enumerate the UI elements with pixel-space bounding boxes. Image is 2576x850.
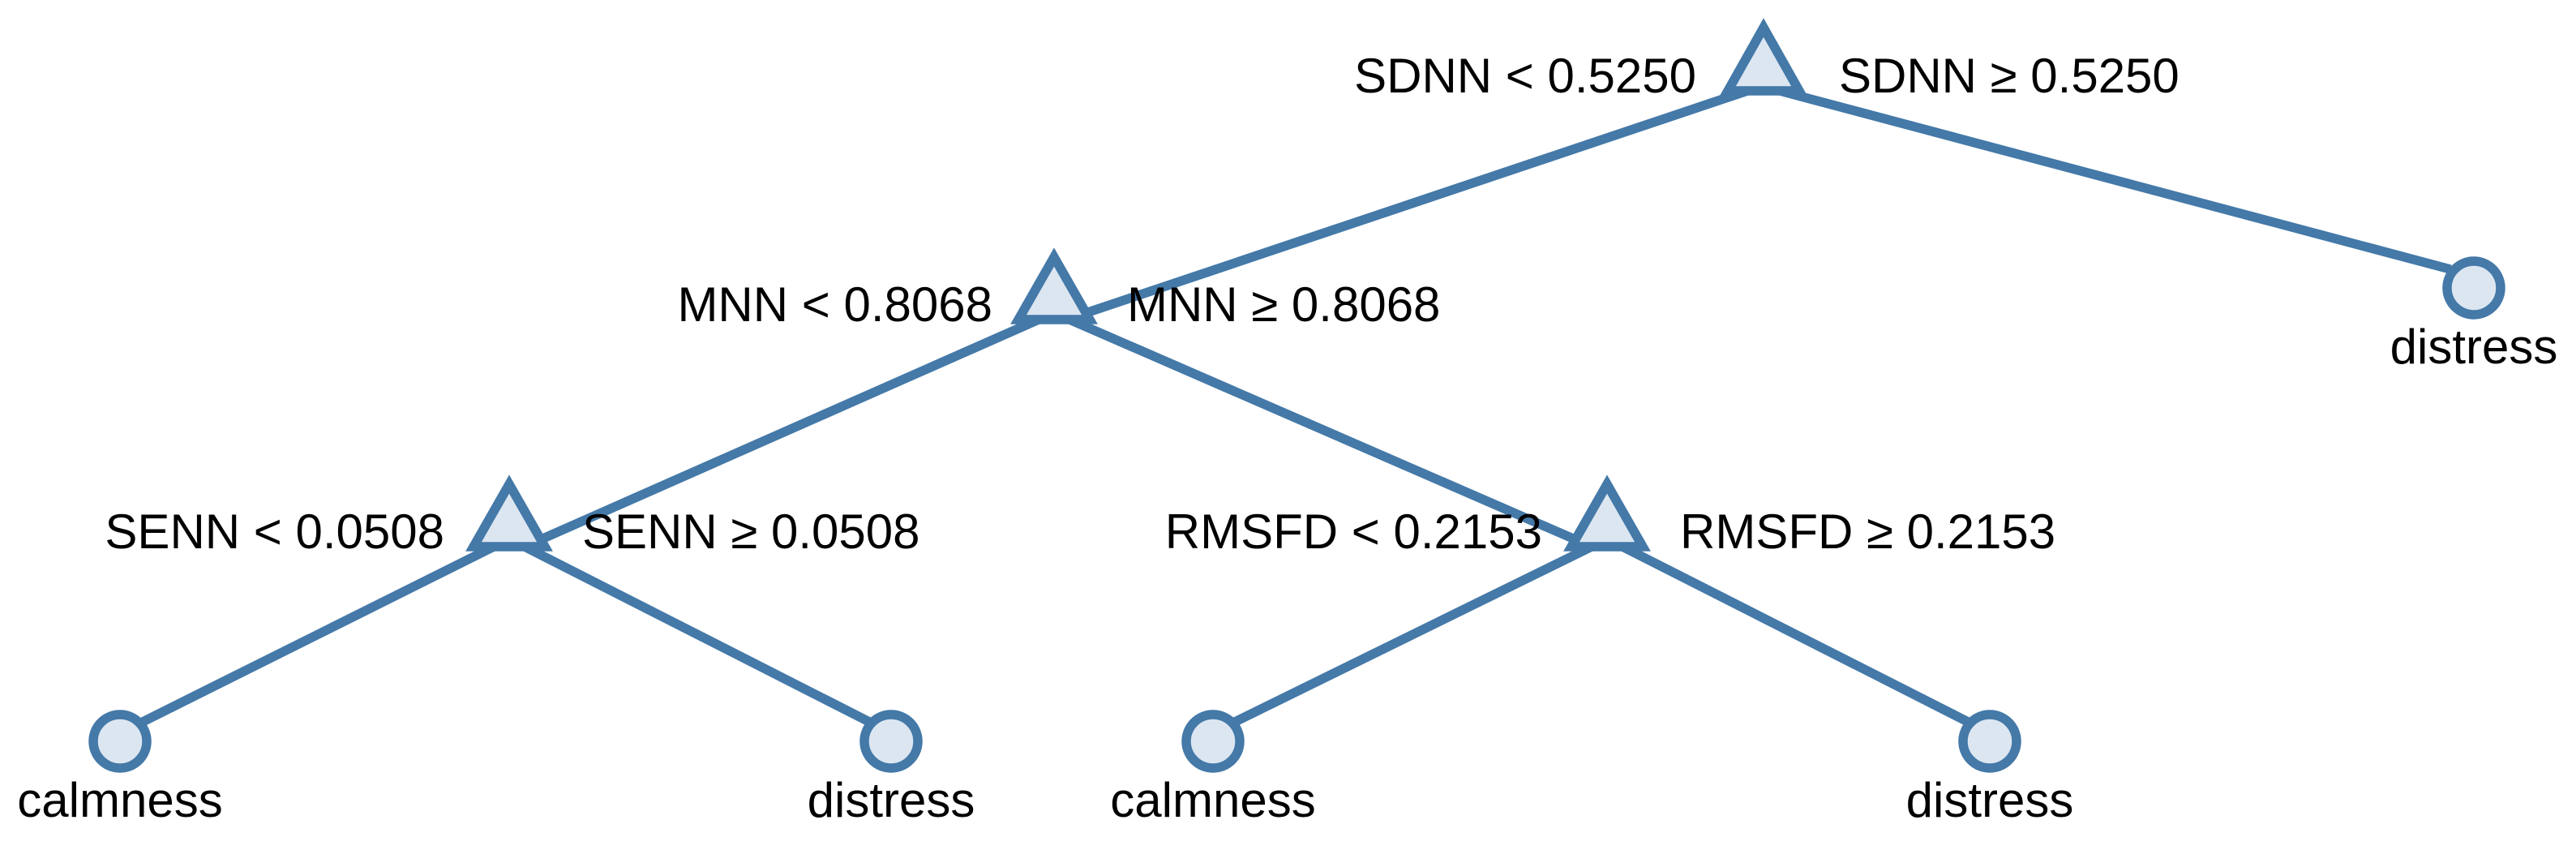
decision-node-senn-triangle[interactable] (465, 474, 553, 552)
leaf-node-calmness-2-circle[interactable] (1181, 710, 1245, 773)
edge-group (137, 86, 2452, 728)
leaf-label-calmness-2: calmness (1110, 773, 1315, 827)
decision-node-rmsfd-triangle[interactable] (1563, 474, 1651, 552)
split-label-mnn-left: MNN < 0.8068 (677, 277, 992, 332)
edge-rmsfd-to-distress (1620, 542, 1974, 728)
decision-node-mnn-triangle[interactable] (1010, 247, 1098, 324)
split-label-sdnn-left: SDNN < 0.5250 (1354, 49, 1696, 103)
leaf-label-calmness-1: calmness (17, 773, 222, 827)
split-label-rmsfd-right: RMSFD ≥ 0.2153 (1680, 504, 2055, 559)
leaf-node-group (88, 256, 2505, 773)
leaf-label-distress-right: distress (2390, 320, 2558, 374)
split-label-senn-left: SENN < 0.0508 (105, 504, 444, 559)
edge-senn-to-calmness (137, 542, 496, 728)
edge-mnn-to-rmsfd (1067, 315, 1594, 552)
leaf-label-distress-2: distress (1906, 773, 2074, 827)
leaf-label-distress-1: distress (808, 773, 975, 827)
edge-root-to-distress-right (1778, 86, 2452, 274)
leaf-node-calmness-1-circle[interactable] (88, 710, 152, 773)
leaf-label-group: distress calmness distress calmness dist… (17, 320, 2557, 827)
split-label-mnn-right: MNN ≥ 0.8068 (1127, 277, 1440, 332)
split-label-senn-right: SENN ≥ 0.0508 (582, 504, 919, 559)
edge-mnn-to-senn (522, 315, 1041, 552)
edge-senn-to-distress (522, 542, 875, 728)
split-label-rmsfd-left: RMSFD < 0.2153 (1165, 504, 1542, 559)
split-label-sdnn-right: SDNN ≥ 0.5250 (1839, 49, 2180, 103)
edge-rmsfd-to-calmness (1229, 542, 1594, 728)
leaf-node-distress-right-circle[interactable] (2442, 256, 2505, 320)
decision-node-sdnn-triangle[interactable] (1720, 18, 1807, 96)
leaf-node-distress-1-circle[interactable] (859, 710, 923, 773)
split-label-group: SDNN < 0.5250 SDNN ≥ 0.5250 MNN < 0.8068… (105, 49, 2179, 559)
edge-root-to-mnn (1067, 86, 1749, 324)
decision-node-group (465, 18, 1807, 552)
leaf-node-distress-2-circle[interactable] (1958, 710, 2021, 773)
